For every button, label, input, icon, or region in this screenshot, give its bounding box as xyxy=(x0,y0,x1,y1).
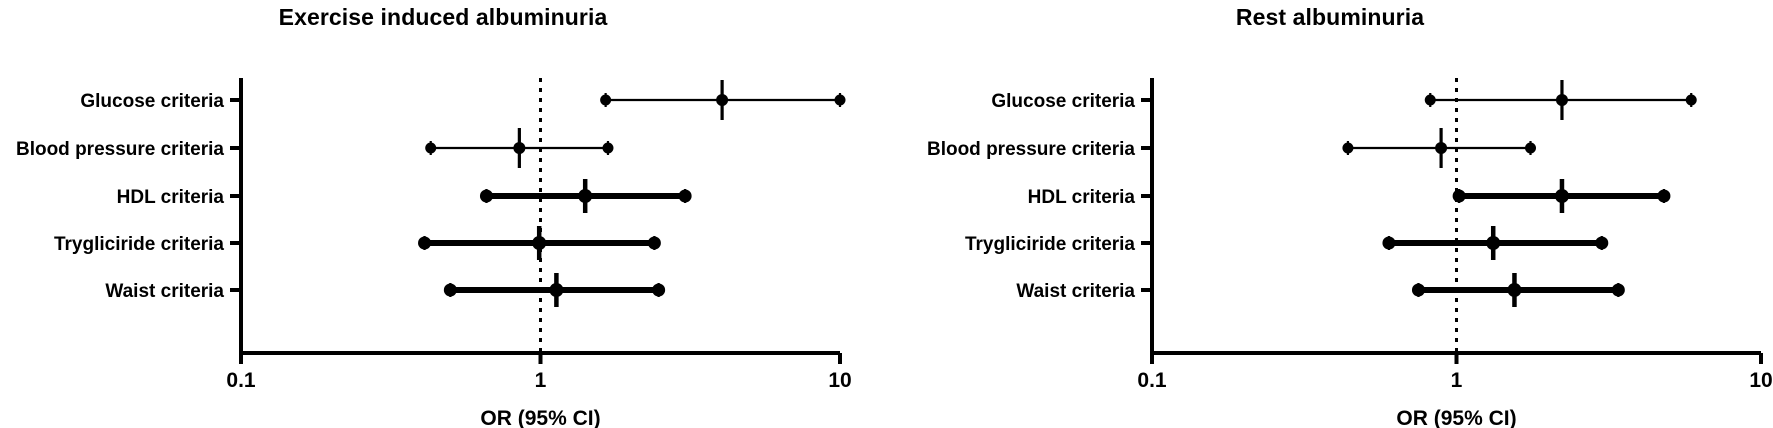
category-label: Blood pressure criteria xyxy=(927,139,1135,160)
point-estimate-marker xyxy=(1435,142,1448,154)
panel-title-right: Rest albuminuria xyxy=(1235,4,1425,30)
x-axis-title: OR (95% CI) xyxy=(480,407,600,428)
forest-row: Trygliciride criteria xyxy=(965,226,1609,260)
forest-row: Waist criteria xyxy=(1016,273,1625,307)
ci-lower-marker xyxy=(479,189,493,203)
ci-lower-marker xyxy=(418,236,432,250)
ci-upper-marker xyxy=(602,142,614,154)
ci-upper-marker xyxy=(1595,236,1609,250)
x-axis-title: OR (95% CI) xyxy=(1396,407,1516,428)
ci-upper-marker xyxy=(678,189,692,203)
x-axis-tick-label: 1 xyxy=(535,369,547,392)
point-estimate-marker xyxy=(513,142,526,154)
forest-row: Waist criteria xyxy=(105,273,666,307)
forest-row: Glucose criteria xyxy=(991,80,1697,120)
panel-exercise-induced-albuminuria: Exercise induced albuminuria 0.1 1 10 OR (9… xyxy=(0,0,886,428)
ci-lower-marker xyxy=(1424,94,1436,106)
category-label: HDL criteria xyxy=(1028,187,1136,208)
ci-lower-marker xyxy=(1382,236,1396,250)
forest-row: Glucose criteria xyxy=(80,80,846,120)
ci-lower-marker xyxy=(425,142,437,154)
category-label: Waist criteria xyxy=(1016,281,1135,302)
ci-upper-marker xyxy=(647,236,661,250)
point-estimate-marker xyxy=(532,236,547,250)
point-estimate-marker xyxy=(549,283,564,297)
ci-upper-marker xyxy=(1685,94,1697,106)
ci-upper-marker xyxy=(1657,189,1671,203)
forest-row: Trygliciride criteria xyxy=(54,226,661,260)
category-label: Glucose criteria xyxy=(80,91,224,112)
ci-lower-marker xyxy=(443,283,457,297)
panel-title-left: Exercise induced albuminuria xyxy=(278,4,608,30)
category-label: Trygliciride criteria xyxy=(54,234,224,255)
point-estimate-marker xyxy=(1507,283,1522,297)
forest-row: HDL criteria xyxy=(1028,179,1671,213)
category-label: Waist criteria xyxy=(105,281,224,302)
point-estimate-marker xyxy=(1555,94,1568,106)
x-axis-tick-label: 0.1 xyxy=(226,369,256,392)
point-estimate-marker xyxy=(1486,236,1501,250)
ci-lower-marker xyxy=(1411,283,1425,297)
x-axis-tick-label: 1 xyxy=(1451,369,1463,392)
ci-lower-marker xyxy=(1342,142,1354,154)
ci-upper-marker xyxy=(1525,142,1537,154)
x-axis-tick-label: 10 xyxy=(828,369,851,392)
ci-upper-marker xyxy=(652,283,666,297)
ci-upper-marker xyxy=(834,94,846,106)
point-estimate-marker xyxy=(716,94,729,106)
category-label: Glucose criteria xyxy=(991,91,1135,112)
x-axis-tick-label: 10 xyxy=(1749,369,1772,392)
category-label: HDL criteria xyxy=(117,187,225,208)
x-axis-tick-label: 0.1 xyxy=(1137,369,1167,392)
forest-row: Blood pressure criteria xyxy=(16,128,614,168)
category-label: Trygliciride criteria xyxy=(965,234,1135,255)
point-estimate-marker xyxy=(1554,189,1569,203)
forest-row: Blood pressure criteria xyxy=(927,128,1537,168)
forest-row: HDL criteria xyxy=(117,179,692,213)
panel-rest-albuminuria: Rest albuminuria 0.1 1 10 OR (95% CI) Glucos… xyxy=(887,0,1773,428)
point-estimate-marker xyxy=(578,189,593,203)
ci-lower-marker xyxy=(1452,189,1466,203)
ci-lower-marker xyxy=(600,94,612,106)
ci-upper-marker xyxy=(1611,283,1625,297)
category-label: Blood pressure criteria xyxy=(16,139,224,160)
